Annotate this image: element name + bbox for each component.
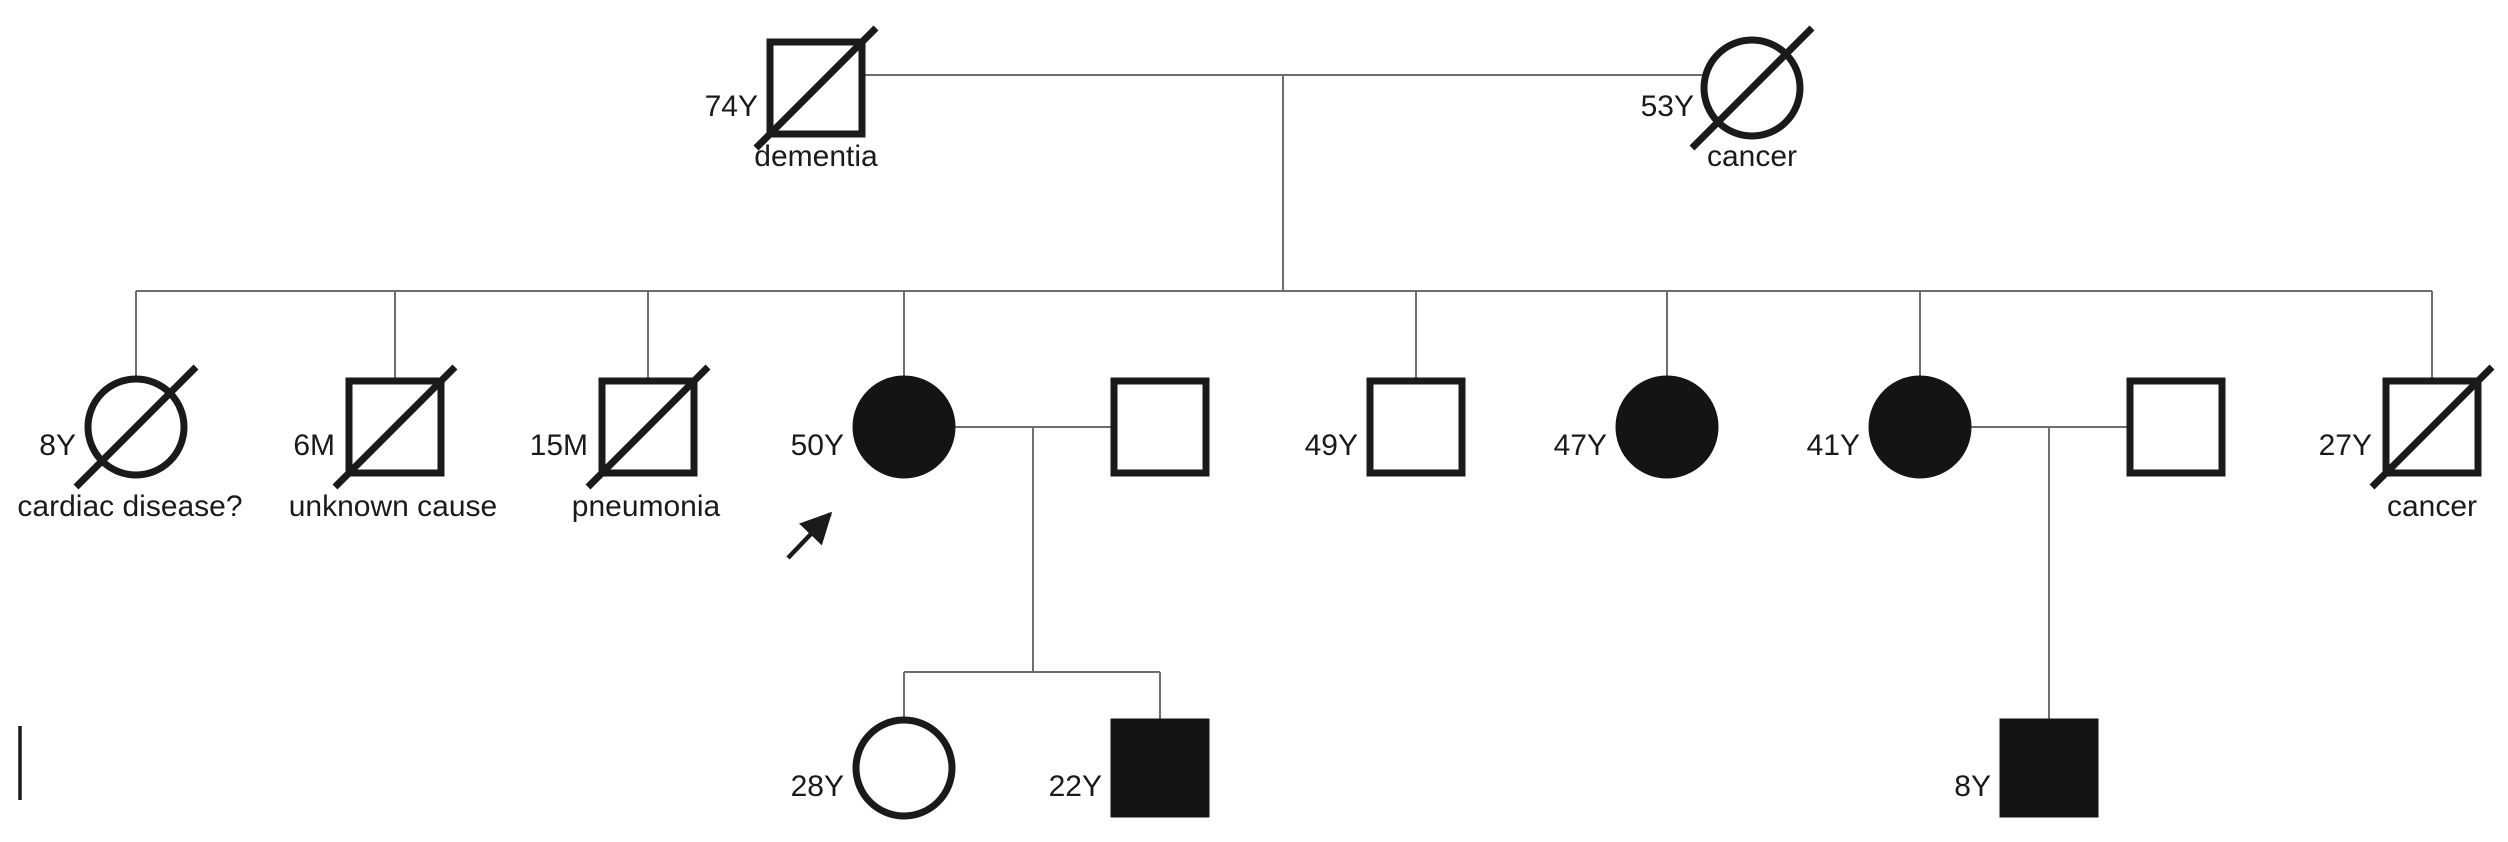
- person-gen2-sibling-6: 47Y: [1554, 375, 1719, 479]
- person-gen2-sibling-8: 27Y cancer: [2319, 364, 2495, 523]
- age-label: 41Y: [1807, 429, 1860, 462]
- female-affected-symbol: [1868, 375, 1972, 479]
- deceased-slash: [73, 364, 199, 490]
- age-label: 6M: [293, 429, 335, 462]
- connector-lines: [135, 74, 2433, 722]
- male-affected-symbol: [1999, 718, 2099, 818]
- person-gen2-sibling-3: 15M pneumonia: [530, 364, 721, 523]
- person-gen3-child-22y: 22Y: [1049, 718, 1210, 818]
- male-symbol: [1110, 377, 1210, 477]
- age-label: 15M: [530, 429, 588, 462]
- person-gen2-sibling-1: 8Y cardiac disease?: [17, 364, 243, 523]
- age-label: 8Y: [1954, 770, 1991, 803]
- person-gen2-sibling-4-proband: 50Y: [786, 375, 956, 560]
- age-label: 49Y: [1305, 429, 1358, 462]
- age-label: 74Y: [705, 90, 758, 123]
- female-affected-symbol: [1615, 375, 1719, 479]
- age-label: 50Y: [791, 429, 844, 462]
- age-label: 8Y: [39, 429, 76, 462]
- cause-of-death-label: cancer: [1707, 140, 1797, 173]
- deceased-slash: [332, 364, 458, 490]
- male-symbol: [2126, 377, 2226, 477]
- age-label: 28Y: [791, 770, 844, 803]
- cause-of-death-label: pneumonia: [572, 490, 721, 523]
- deceased-slash: [1689, 25, 1815, 151]
- cause-of-death-label: dementia: [754, 140, 878, 173]
- cause-of-death-label: cancer: [2387, 490, 2477, 523]
- deceased-slash: [753, 25, 879, 151]
- age-label: 47Y: [1554, 429, 1607, 462]
- age-label: 22Y: [1049, 770, 1102, 803]
- deceased-slash: [585, 364, 711, 490]
- male-symbol: [1366, 377, 1466, 477]
- person-gen3-child-8y: 8Y: [1954, 718, 2099, 818]
- proband-arrow-icon: [786, 511, 833, 560]
- male-affected-symbol: [1110, 718, 1210, 818]
- person-gen2-sibling-7-partner: [2126, 377, 2226, 477]
- deceased-slash: [2369, 364, 2495, 490]
- person-gen3-child-28y: 28Y: [791, 716, 956, 820]
- person-gen2-sibling-4-partner: [1110, 377, 1210, 477]
- person-gen2-sibling-5: 49Y: [1305, 377, 1466, 477]
- cause-of-death-label: unknown cause: [289, 490, 497, 523]
- age-label: 27Y: [2319, 429, 2372, 462]
- person-gen1-mother: 53Y cancer: [1641, 25, 1815, 173]
- person-gen2-sibling-7: 41Y: [1807, 375, 1972, 479]
- female-symbol: [852, 716, 956, 820]
- person-gen2-sibling-2: 6M unknown cause: [289, 364, 497, 523]
- cause-of-death-label: cardiac disease?: [17, 490, 242, 523]
- age-label: 53Y: [1641, 90, 1694, 123]
- female-affected-symbol: [852, 375, 956, 479]
- person-gen1-father: 74Y dementia: [705, 25, 879, 173]
